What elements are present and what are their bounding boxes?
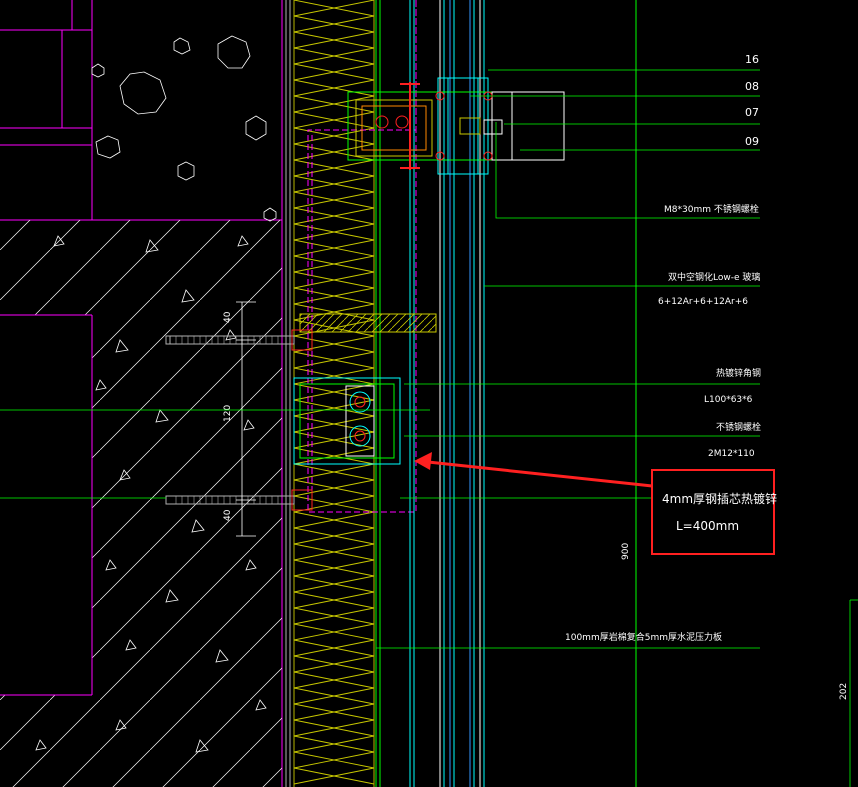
masonry-symbols <box>91 35 277 222</box>
mullion-lines <box>409 0 637 787</box>
connection-plate <box>293 377 401 465</box>
dim-40-bottom: 40 <box>223 509 233 521</box>
label-ss-bolt-title: 不锈钢螺栓 <box>716 421 761 433</box>
label-ss-bolt-spec: 2M12*110 <box>708 449 755 459</box>
dimension-line <box>236 301 256 537</box>
label-angle-spec: L100*63*6 <box>704 395 753 405</box>
label-insulation: 100mm厚岩棉复合5mm厚水泥压力板 <box>565 631 722 643</box>
wall-lines <box>285 0 291 787</box>
label-08: 08 <box>745 80 759 93</box>
steel-bracket <box>299 313 437 333</box>
transom-profile <box>347 77 565 175</box>
label-glass-title: 双中空钢化Low-e 玻璃 <box>668 271 760 283</box>
cement-board <box>375 0 381 787</box>
label-16: 16 <box>745 53 759 66</box>
label-202: 202 <box>839 683 849 700</box>
callout-box <box>651 469 775 555</box>
label-09: 09 <box>745 135 759 148</box>
anchor-bolt-top <box>165 329 313 351</box>
callout-line2: L=400mm <box>676 519 739 533</box>
callout-line1: 4mm厚钢插芯热镀锌 <box>662 492 777 506</box>
dim-40-top: 40 <box>223 311 233 323</box>
dim-120: 120 <box>223 405 233 422</box>
label-07: 07 <box>745 106 759 119</box>
callout-arrow <box>414 452 653 488</box>
label-900: 900 <box>621 543 631 560</box>
label-angle-title: 热镀锌角钢 <box>716 367 761 379</box>
reference-lines <box>0 409 652 499</box>
label-glass-spec: 6+12Ar+6+12Ar+6 <box>658 297 748 307</box>
anchor-bolt-bottom <box>165 489 313 511</box>
leader-lines <box>376 69 858 787</box>
label-bolt-m8: M8*30mm 不锈钢螺栓 <box>664 203 759 215</box>
